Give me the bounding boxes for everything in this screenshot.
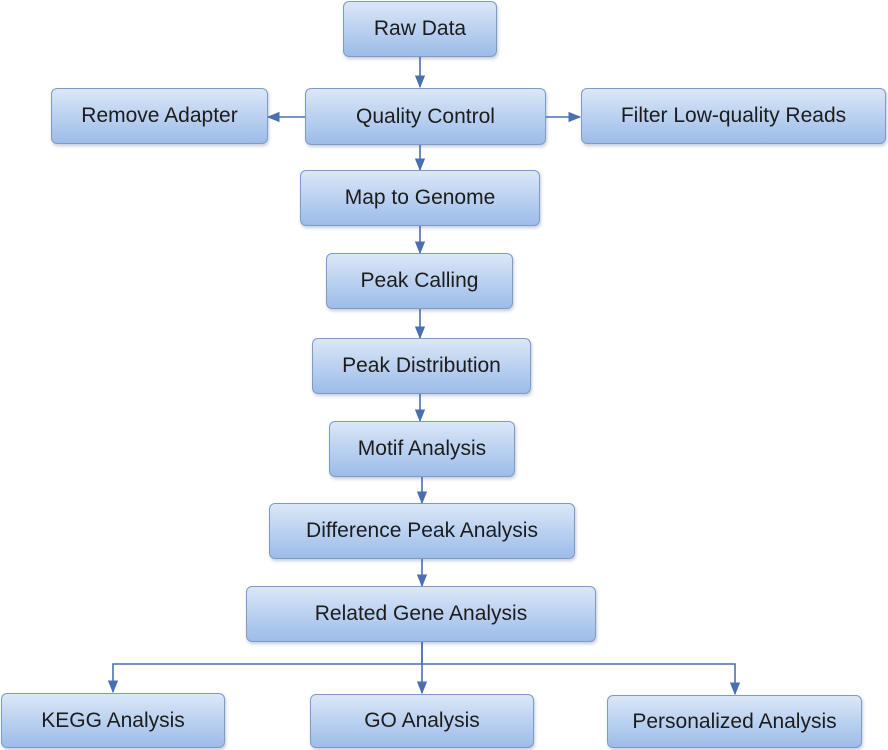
node-personalized-analysis: Personalized Analysis bbox=[607, 695, 862, 748]
edge-related-gene-branch-bus bbox=[107, 642, 423, 694]
node-difference-peak-analysis: Difference Peak Analysis bbox=[269, 503, 575, 559]
edge-related-gene-to-personalized-analysis bbox=[422, 663, 741, 696]
node-go-analysis: GO Analysis bbox=[310, 694, 534, 748]
node-remove-adapter: Remove Adapter bbox=[51, 88, 268, 144]
node-peak-calling: Peak Calling bbox=[326, 253, 513, 309]
node-related-gene-analysis: Related Gene Analysis bbox=[246, 586, 596, 642]
node-kegg-analysis: KEGG Analysis bbox=[1, 693, 225, 748]
node-quality-control: Quality Control bbox=[305, 88, 546, 145]
node-filter-low-quality-reads: Filter Low-quality Reads bbox=[581, 88, 886, 144]
node-motif-analysis: Motif Analysis bbox=[329, 421, 515, 477]
node-peak-distribution: Peak Distribution bbox=[312, 338, 531, 394]
node-raw-data: Raw Data bbox=[343, 1, 497, 57]
node-map-to-genome: Map to Genome bbox=[300, 170, 540, 226]
